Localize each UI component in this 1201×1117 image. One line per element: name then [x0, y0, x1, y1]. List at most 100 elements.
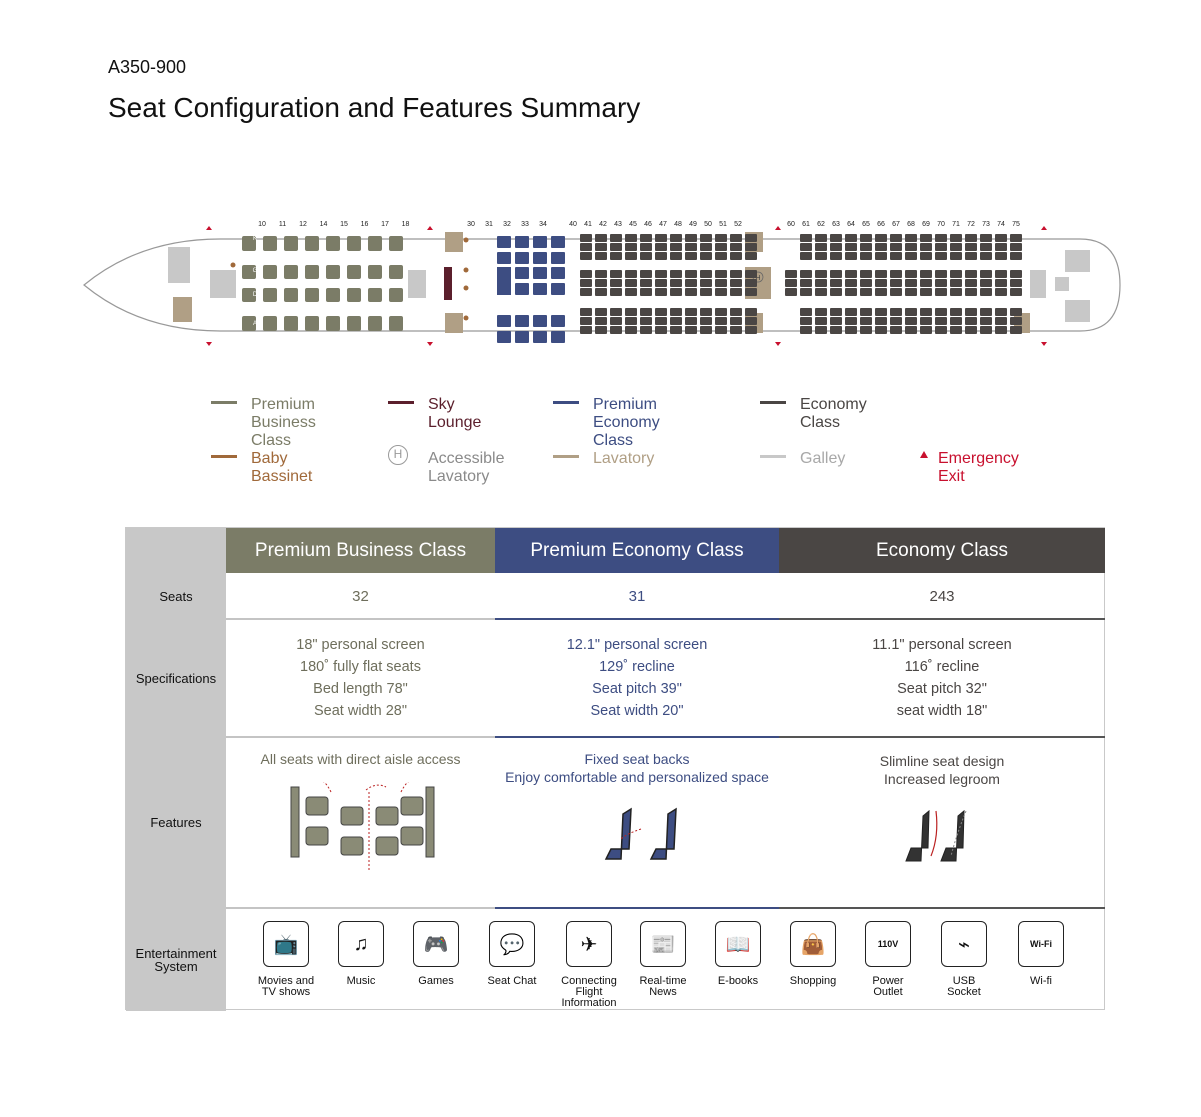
- business-seat: [263, 288, 277, 302]
- economy-seat: [995, 308, 1007, 316]
- economy-seat: [670, 288, 682, 296]
- row-divider: [226, 736, 495, 738]
- specification-line: 116˚ recline: [904, 659, 980, 675]
- economy-seat: [965, 279, 977, 287]
- entertainment-label: Shopping: [789, 975, 837, 987]
- premium-economy-seat: [533, 331, 547, 343]
- row-number: 46: [644, 221, 652, 228]
- row-number: 69: [922, 221, 930, 228]
- economy-seat: [745, 243, 757, 251]
- business-seat-illustration: [286, 779, 436, 877]
- legend-label: Sky Lounge: [428, 396, 482, 431]
- economy-seat: [685, 252, 697, 260]
- economy-seat: [800, 308, 812, 316]
- row-divider: [495, 907, 779, 909]
- economy-seat: [670, 243, 682, 251]
- economy-seat: [965, 317, 977, 325]
- economy-seat: [995, 270, 1007, 278]
- economy-seat: [935, 270, 947, 278]
- row-number: 50: [704, 221, 712, 228]
- row-divider: [226, 618, 495, 620]
- economy-seat: [830, 279, 842, 287]
- economy-seat: [890, 326, 902, 334]
- business-seat: [263, 236, 277, 251]
- economy-seat: [830, 288, 842, 296]
- music-icon: ♫: [338, 921, 384, 967]
- economy-seat: [905, 243, 917, 251]
- economy-seat: [845, 234, 857, 242]
- row-number: 33: [521, 221, 529, 228]
- economy-seat: [670, 317, 682, 325]
- economy-seat: [920, 252, 932, 260]
- lavatory: [445, 313, 463, 333]
- entertainment-item: ⌁USB Socket: [929, 921, 999, 998]
- entertainment-label: Connecting Flight Information: [561, 975, 617, 1009]
- economy-seat: [580, 326, 592, 334]
- economy-seat: [965, 234, 977, 242]
- row-number: 60: [787, 221, 795, 228]
- economy-seat: [595, 308, 607, 316]
- emergency-exit-icon: [427, 226, 433, 230]
- business-seat: [368, 236, 382, 251]
- specification-line: Seat pitch 32": [897, 681, 987, 697]
- economy-seat: [670, 279, 682, 287]
- economy-seat: [785, 270, 797, 278]
- premium-economy-seat: [497, 252, 511, 264]
- row-number: 73: [982, 221, 990, 228]
- row-number: 40: [569, 221, 577, 228]
- economy-seat: [625, 234, 637, 242]
- row-number: 11: [279, 221, 286, 228]
- entertainment-label: Real-time News: [639, 975, 687, 998]
- row-number: 34: [539, 221, 547, 228]
- economy-seat: [905, 288, 917, 296]
- feature-line: Fixed seat backs: [584, 751, 690, 767]
- economy-seat: [965, 326, 977, 334]
- class-header: Premium Business Class: [226, 528, 495, 573]
- newspaper-icon: 📰: [640, 921, 686, 967]
- economy-seat: [800, 317, 812, 325]
- economy-seat: [920, 234, 932, 242]
- economy-seat: [860, 234, 872, 242]
- economy-seat: [700, 243, 712, 251]
- bassinet-icon: [463, 267, 469, 273]
- lavatory: [173, 297, 192, 322]
- economy-seat: [745, 288, 757, 296]
- legend-label: Premium Business Class: [251, 396, 316, 449]
- specification-line: Seat width 20": [590, 703, 684, 719]
- economy-seat: [815, 317, 827, 325]
- economy-seat: [625, 308, 637, 316]
- economy-seat: [595, 270, 607, 278]
- economy-seat: [890, 252, 902, 260]
- business-seat: [284, 265, 298, 279]
- economy-seat: [950, 308, 962, 316]
- row-number: 41: [584, 221, 592, 228]
- row-number: 51: [719, 221, 727, 228]
- specification-line: Seat pitch 39": [592, 681, 682, 697]
- economy-seat: [905, 252, 917, 260]
- business-seat: [347, 265, 361, 279]
- economy-seat: [610, 288, 622, 296]
- galley: [168, 247, 190, 283]
- gamepad-icon: 🎮: [413, 921, 459, 967]
- specification-line: 12.1" personal screen: [566, 637, 708, 653]
- row-number: 16: [361, 221, 369, 228]
- economy-seat: [980, 308, 992, 316]
- economy-seat: [830, 317, 842, 325]
- legend-label: Accessible Lavatory: [428, 450, 505, 485]
- row-number: 52: [734, 221, 742, 228]
- business-seat: [347, 288, 361, 302]
- specification-line: seat width 18": [896, 703, 988, 719]
- row-number: 65: [862, 221, 870, 228]
- economy-seat: [1010, 308, 1022, 316]
- chat-icon: 💬: [489, 921, 535, 967]
- row-number: 31: [485, 221, 493, 228]
- economy-seat: [845, 270, 857, 278]
- economy-seat: [715, 252, 727, 260]
- premium-economy-seat: [497, 331, 511, 343]
- galley: [1065, 250, 1090, 272]
- economy-seat: [995, 234, 1007, 242]
